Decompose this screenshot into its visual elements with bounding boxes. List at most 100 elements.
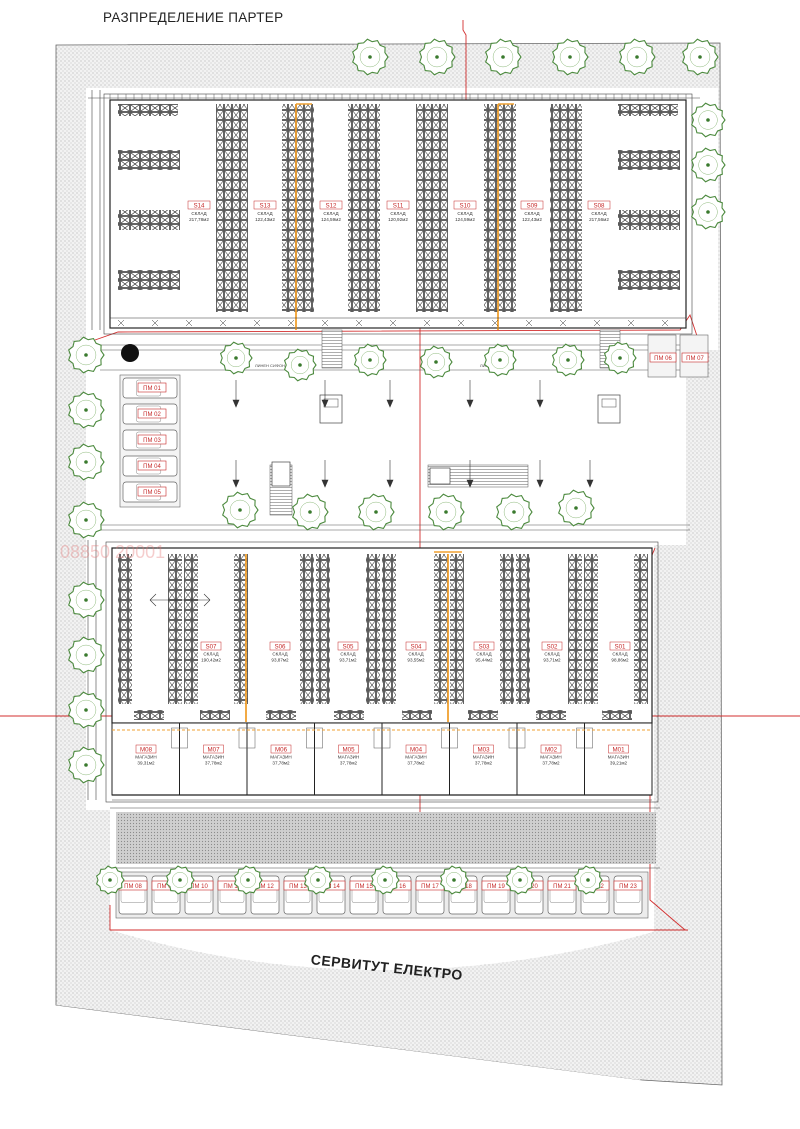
unit-area: 124,59м2 [455,217,475,222]
storage-rack [232,104,248,312]
south-building: 08850 20001 [60,540,659,803]
door-marker [491,319,499,327]
unit-code: M05 [342,747,355,754]
unit-type: МАГАЗИН [608,755,629,760]
tree-symbol [68,636,105,674]
unit-type: СКЛАД [476,652,492,657]
door-marker [627,319,635,327]
parking-label: ПМ 08 [124,884,142,890]
door-marker [287,319,295,327]
parking-label: ПМ 02 [143,412,161,418]
unit-area: 39,31м2 [137,761,155,766]
tree-symbol [68,391,105,429]
door-marker [219,319,227,327]
parking-space: ПМ 03 [137,434,167,445]
storage-rack [366,554,380,704]
storage-rack [450,554,464,704]
door-marker [151,319,159,327]
unit-code: S08 [593,203,605,210]
parking-label: ПМ 23 [619,884,637,890]
unit-area: 93,87м2 [271,658,289,663]
tree-symbol [691,147,726,183]
loading-door [334,710,364,720]
parking-label: ПМ 14 [322,884,340,890]
tree-symbol [352,38,389,76]
tree-symbol [558,489,595,527]
parking-space: ПМ 01 [137,382,167,393]
parking-label: ПМ 19 [487,884,505,890]
door-marker [321,319,329,327]
storage-rack [500,104,516,312]
unit-area: 190,42м2 [201,658,221,663]
unit-area: 98,86м2 [611,658,629,663]
unit-type: МАГАЗИН [135,755,156,760]
tree-symbol [303,865,333,895]
unit-area: 37,78м2 [475,761,493,766]
storage-rack [550,104,566,312]
unit-code: S07 [205,644,217,651]
storage-rack [566,104,582,312]
loading-door [134,710,164,720]
tree-symbol [165,865,195,895]
tree-symbol [283,348,317,382]
parking-label: ПМ 17 [421,884,439,890]
unit-type: СКЛАД [191,211,207,216]
unit-area: 37,78м2 [340,761,358,766]
parking-label: ПМ 10 [190,884,208,890]
tree-symbol [68,691,105,729]
unit-code: S02 [546,644,558,651]
unit-area: 39,21м2 [610,761,628,766]
paved-strip [116,812,656,864]
unit-code: S11 [393,203,404,210]
unit-area: 95,44м2 [475,658,493,663]
unit-type: СКЛАД [408,652,424,657]
unit-area: 37,78м2 [407,761,425,766]
unit-type: МАГАЗИН [540,755,561,760]
parking-label: ПМ 01 [143,386,161,392]
tree-symbol [439,865,469,895]
tree-symbol [428,493,465,531]
unit-area: 93,71м2 [543,658,561,663]
storage-rack [364,104,380,312]
unit-code: S03 [478,644,490,651]
parking-label: ПМ 11 [223,884,241,890]
unit-code: M04 [410,747,423,754]
manhole-marker [121,344,139,362]
unit-type: СКЛАД [544,652,560,657]
unit-type: СКЛАД [524,211,540,216]
tree-symbol [505,865,535,895]
parking-space: ПМ 07 [679,334,709,378]
tree-symbol [353,343,387,377]
unit-type: СКЛАД [323,211,339,216]
door-marker [117,319,125,327]
storage-rack [434,554,448,704]
unit-code: S14 [193,203,205,210]
storage-rack [216,104,232,312]
unit-type: СКЛАД [591,211,607,216]
parking-space: ПМ 08 [118,880,148,891]
loading-door [536,710,566,720]
parking-label: ПМ 09 [157,884,175,890]
unit-type: СКЛАД [612,652,628,657]
tree-symbol [419,345,453,379]
unit-type: МАГАЗИН [203,755,224,760]
unit-area: 124,59м2 [321,217,341,222]
tree-symbol [222,491,259,529]
drawing-title: РАЗПРЕДЕЛЕНИЕ ПАРТЕР [103,10,284,25]
parking-label: ПМ 04 [143,464,161,470]
loading-door [402,710,432,720]
parking-label: ПМ 15 [355,884,373,890]
parking-space: ПМ 23 [613,880,643,891]
road-label-left: ЛИНЕН СИФОН [255,363,285,368]
tree-symbol [619,38,656,76]
unit-type: МАГАЗИН [338,755,359,760]
